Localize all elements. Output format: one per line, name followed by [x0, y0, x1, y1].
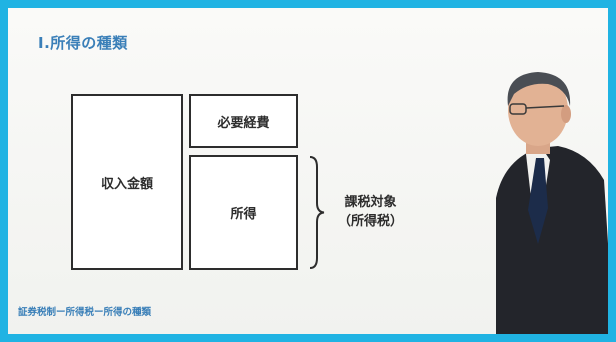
necessary-expenses-box: 必要経費: [189, 94, 298, 148]
income-box: 所得: [189, 155, 298, 270]
lecture-slide: Ⅰ.所得の種類 収入金額 必要経費 所得 課税対象 （所得税） 証券税制ー所得税…: [8, 8, 608, 334]
taxable-target-label: 課税対象 （所得税）: [338, 193, 403, 231]
presenter-figure: [496, 72, 608, 334]
taxable-target-line1: 課税対象: [344, 195, 397, 210]
revenue-box: 収入金額: [71, 94, 183, 270]
income-label: 所得: [230, 207, 257, 222]
slide-title: Ⅰ.所得の種類: [38, 34, 128, 52]
necessary-expenses-label: 必要経費: [217, 115, 270, 131]
revenue-label: 収入金額: [100, 176, 153, 192]
slide-footer: 証券税制ー所得税ー所得の種類: [18, 307, 152, 318]
curly-brace: [309, 156, 325, 269]
taxable-target-line2: （所得税）: [338, 214, 404, 229]
